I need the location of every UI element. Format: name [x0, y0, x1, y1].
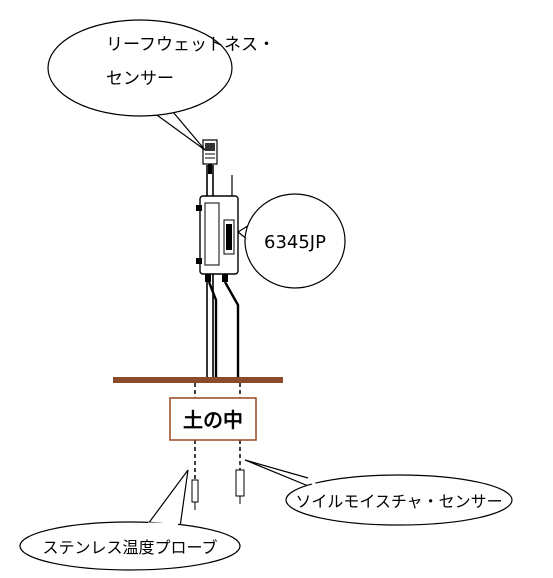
callout-logger: 6345JP: [236, 193, 346, 289]
soil-moisture-sensor: [235, 469, 245, 504]
callout-soil-moisture: ソイルモイスチャ・センサー: [244, 459, 513, 526]
ground-surface: [113, 377, 283, 383]
leaf-wetness-label-line1: リーフウェットネス・: [106, 35, 275, 55]
underground-cables: [194, 383, 241, 480]
callout-leaf-wetness: リーフウェットネス・ センサー: [47, 19, 275, 151]
logger-unit: [196, 195, 239, 282]
leaf-wetness-label-line2: センサー: [106, 69, 174, 89]
temp-probe-label: ステンレス温度プローブ: [42, 538, 217, 557]
sensor-cables: [207, 281, 240, 378]
callout-temperature-probe: ステンレス温度プローブ: [19, 469, 241, 571]
leaf-wetness-sensor: [202, 139, 218, 174]
temperature-probe: [191, 479, 199, 510]
logger-label: 6345JP: [264, 232, 326, 253]
underground-label: 土の中: [183, 408, 243, 432]
underground-box: [169, 397, 257, 441]
soil-moisture-label: ソイルモイスチャ・センサー: [295, 492, 502, 511]
